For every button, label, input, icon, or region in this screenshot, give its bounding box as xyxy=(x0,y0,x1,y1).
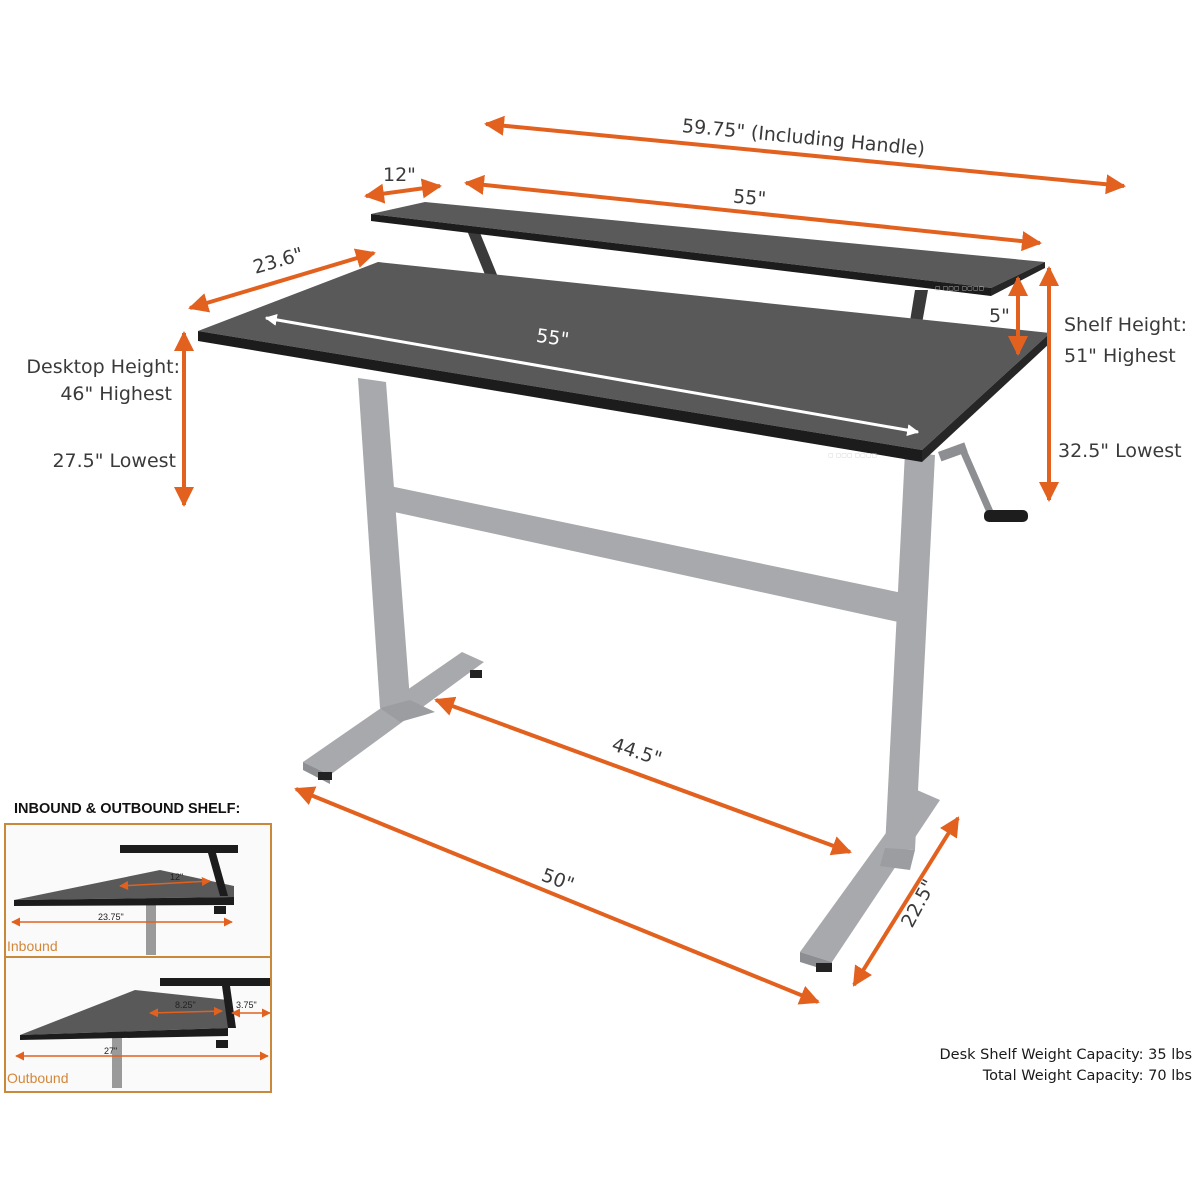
desk-depth-arrow xyxy=(188,248,376,313)
inbound-label: Inbound xyxy=(7,938,58,954)
desktop-height-title: Desktop Height: xyxy=(26,356,180,378)
inbound-diagram xyxy=(11,845,238,955)
shelf-height-lowest: 32.5" Lowest xyxy=(1058,440,1182,462)
inset-divider xyxy=(4,956,272,958)
desktop-height-highest: 46" Highest xyxy=(60,383,172,405)
crossbar xyxy=(385,485,912,625)
shelf-height-highest: 51" Highest xyxy=(1064,345,1176,367)
outbound-label: Outbound xyxy=(7,1070,69,1086)
shelf-height-title: Shelf Height: xyxy=(1064,314,1188,336)
brand-logo-desk: ▢ ▢▢▢ ▢▢▢▢ xyxy=(828,452,878,459)
shelf-depth-label: 12" xyxy=(383,164,416,186)
inset-title: INBOUND & OUTBOUND SHELF: xyxy=(14,801,241,817)
desk-width-arrow xyxy=(264,313,920,437)
capacity-notes: Desk Shelf Weight Capacity: 35 lbs Total… xyxy=(940,1045,1192,1087)
outbound-overhang-dim: 3.75" xyxy=(236,1000,257,1010)
foot-depth-arrow xyxy=(852,816,960,987)
inbound-desk-dim: 23.75" xyxy=(98,912,124,922)
shelf-depth-arrow xyxy=(364,178,442,204)
base-width-arrow xyxy=(294,786,820,1005)
shelf-capacity: Desk Shelf Weight Capacity: 35 lbs xyxy=(939,1047,1192,1063)
outbound-shelf-dim: 8.25" xyxy=(175,1000,196,1010)
desktop-height-lowest: 27.5" Lowest xyxy=(52,450,176,472)
outbound-diagram xyxy=(15,978,271,1088)
outbound-desk-dim: 27" xyxy=(104,1046,118,1056)
shelf-width-arrow xyxy=(464,174,1042,252)
inbound-shelf-dim: 12" xyxy=(170,872,184,882)
brand-logo-shelf: ▢ ▢▢▢ ▢▢▢▢ xyxy=(935,285,985,292)
total-capacity: Total Weight Capacity: 70 lbs xyxy=(982,1068,1192,1085)
shelf-gap-label: 5" xyxy=(989,305,1010,327)
crank-handle xyxy=(938,442,1028,522)
left-leg xyxy=(358,378,435,722)
